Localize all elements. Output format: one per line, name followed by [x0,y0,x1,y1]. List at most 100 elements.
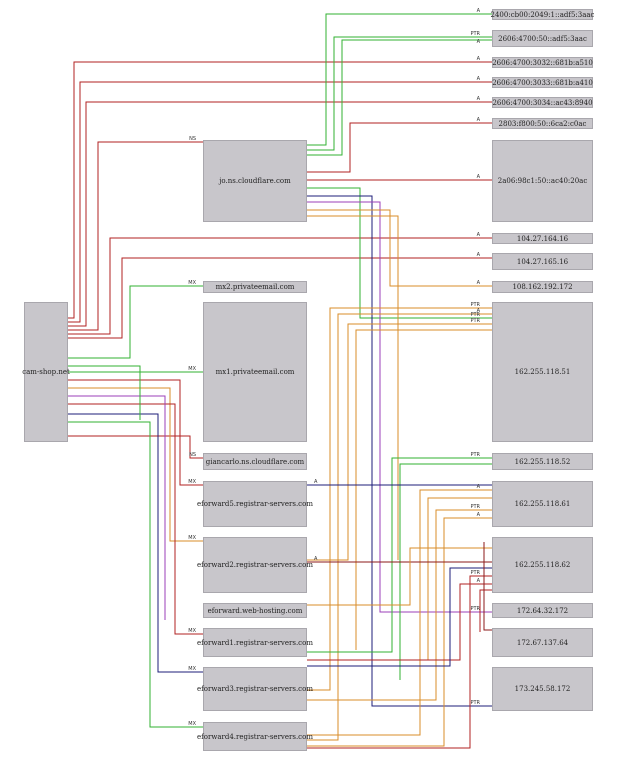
node-eforward3[interactable]: eforward3.registrar-servers.com [197,667,313,711]
edge-1 [68,81,492,323]
edge-labels: AAANSAAMXMXNSMXMXMXMXMXAPTRAAAPTRPTRPTRA… [188,8,480,727]
edge-2 [68,101,492,327]
edge-6 [68,285,203,359]
edge-label: A [477,484,481,490]
edge-label: NS [189,452,196,458]
edge-label: PTR [470,570,480,576]
edge-15 [68,365,141,420]
edge-label: MX [188,721,196,727]
edge-label: NS [189,136,196,142]
edge-42 [307,567,492,667]
edge-27 [307,313,492,741]
edge-18 [307,39,492,156]
edge-8 [68,435,203,459]
edge-label: A [477,232,481,238]
edge-label: MX [188,366,196,372]
edge-22 [307,195,492,707]
edge-43 [483,542,492,631]
edge-12 [68,413,203,673]
edge-13 [68,421,203,728]
edge-label: PTR [470,318,480,324]
edge-label: MX [188,628,196,634]
node-giancarlo-ns[interactable]: giancarlo.ns.cloudflare.com [203,453,307,470]
edge-label: A [477,96,481,102]
node-ip-162-255-118-51[interactable]: 162.255.118.51 [492,302,593,442]
edge-3 [68,141,203,331]
edge-label: A [477,252,481,258]
edge-26 [307,307,492,691]
edge-label: A [477,76,481,82]
edge-label: A [477,56,481,62]
node-ip-104-27-165-16[interactable]: 104.27.165.16 [492,253,593,270]
node-ip-104-27-164-16[interactable]: 104.27.164.16 [492,233,593,244]
edge-41 [479,589,492,632]
node-ip-2606-4700-3033[interactable]: 2606:4700:3033::681b:a410 [492,77,593,88]
edge-label: A [477,8,481,14]
node-eforward4[interactable]: eforward4.registrar-servers.com [197,722,313,751]
edge-28 [307,323,492,561]
edge-29 [355,329,492,650]
node-eforward2[interactable]: eforward2.registrar-servers.com [197,537,313,593]
node-ip-2606-4700-50[interactable]: 2606:4700:50::adf5:3aac [492,30,593,47]
edge-label: A [477,39,481,45]
edges [68,13,492,749]
edge-label: A [477,578,481,584]
edge-14 [68,395,166,620]
edge-10 [68,387,203,542]
edge-40 [307,583,492,661]
node-eforward-web-hosting[interactable]: eforward.web-hosting.com [203,603,307,618]
edge-36 [307,517,492,747]
node-ip-172-64-32-172[interactable]: 172.64.32.172 [492,603,593,618]
edge-34 [427,497,492,660]
edge-35 [307,509,492,701]
edge-0 [68,61,492,319]
edge-label: A [477,174,481,180]
edge-label: A [477,512,481,518]
node-ip-2606-4700-3034[interactable]: 2606:4700:3034::ac43:8940 [492,97,593,108]
edge-label: MX [188,280,196,286]
edge-label: A [314,479,318,485]
node-ip-162-255-118-52[interactable]: 162.255.118.52 [492,453,593,470]
edge-24 [307,209,492,287]
node-ip-2a06-98c1[interactable]: 2a06:98c1:50::ac40:20ac [492,140,593,222]
edge-label: MX [188,479,196,485]
edge-label: PTR [470,504,480,510]
node-mx1[interactable]: mx1.privateemail.com [203,302,307,442]
edge-label: A [314,556,318,562]
edge-label: MX [188,535,196,541]
edge-39 [307,575,492,749]
edge-30 [307,457,492,653]
edge-16 [307,13,492,146]
edge-label: PTR [470,606,480,612]
edge-9 [68,379,203,486]
node-ip-108-162-192-172[interactable]: 108.162.192.172 [492,281,593,293]
edge-31 [399,463,492,680]
edge-label: PTR [470,302,480,308]
node-ip-2606-4700-3032[interactable]: 2606:4700:3032::681b:a510 [492,57,593,68]
edge-32 [307,489,492,736]
node-eforward1[interactable]: eforward1.registrar-servers.com [197,628,313,657]
node-ip-172-67-137-64[interactable]: 172.67.137.64 [492,628,593,657]
node-cam-shop[interactable]: cam-shop.net [22,302,70,442]
node-ip-162-255-118-62[interactable]: 162.255.118.62 [492,537,593,593]
node-ip-173-245-58-172[interactable]: 173.245.58.172 [492,667,593,711]
edge-17 [307,36,492,151]
edge-25 [307,215,399,560]
node-ip-162-255-118-61[interactable]: 162.255.118.61 [492,481,593,527]
edge-38 [307,547,492,606]
edge-19 [307,122,492,173]
node-mx2[interactable]: mx2.privateemail.com [203,281,307,293]
edge-label: MX [188,666,196,672]
edge-4 [68,237,492,335]
node-ip-2803-f800[interactable]: 2803:f800:50::6ca2:c0ac [492,118,593,129]
node-eforward5[interactable]: eforward5.registrar-servers.com [197,481,313,527]
node-ip-2400-cb00[interactable]: 2400:cb00:2049:1::adf5:3aac [490,9,595,20]
edge-label: A [477,308,481,314]
edge-label: A [477,280,481,286]
edge-21 [307,187,492,319]
node-jo-ns[interactable]: jo.ns.cloudflare.com [203,140,307,222]
edge-label: A [477,117,481,123]
edge-label: PTR [470,312,480,318]
edge-label: PTR [470,452,480,458]
